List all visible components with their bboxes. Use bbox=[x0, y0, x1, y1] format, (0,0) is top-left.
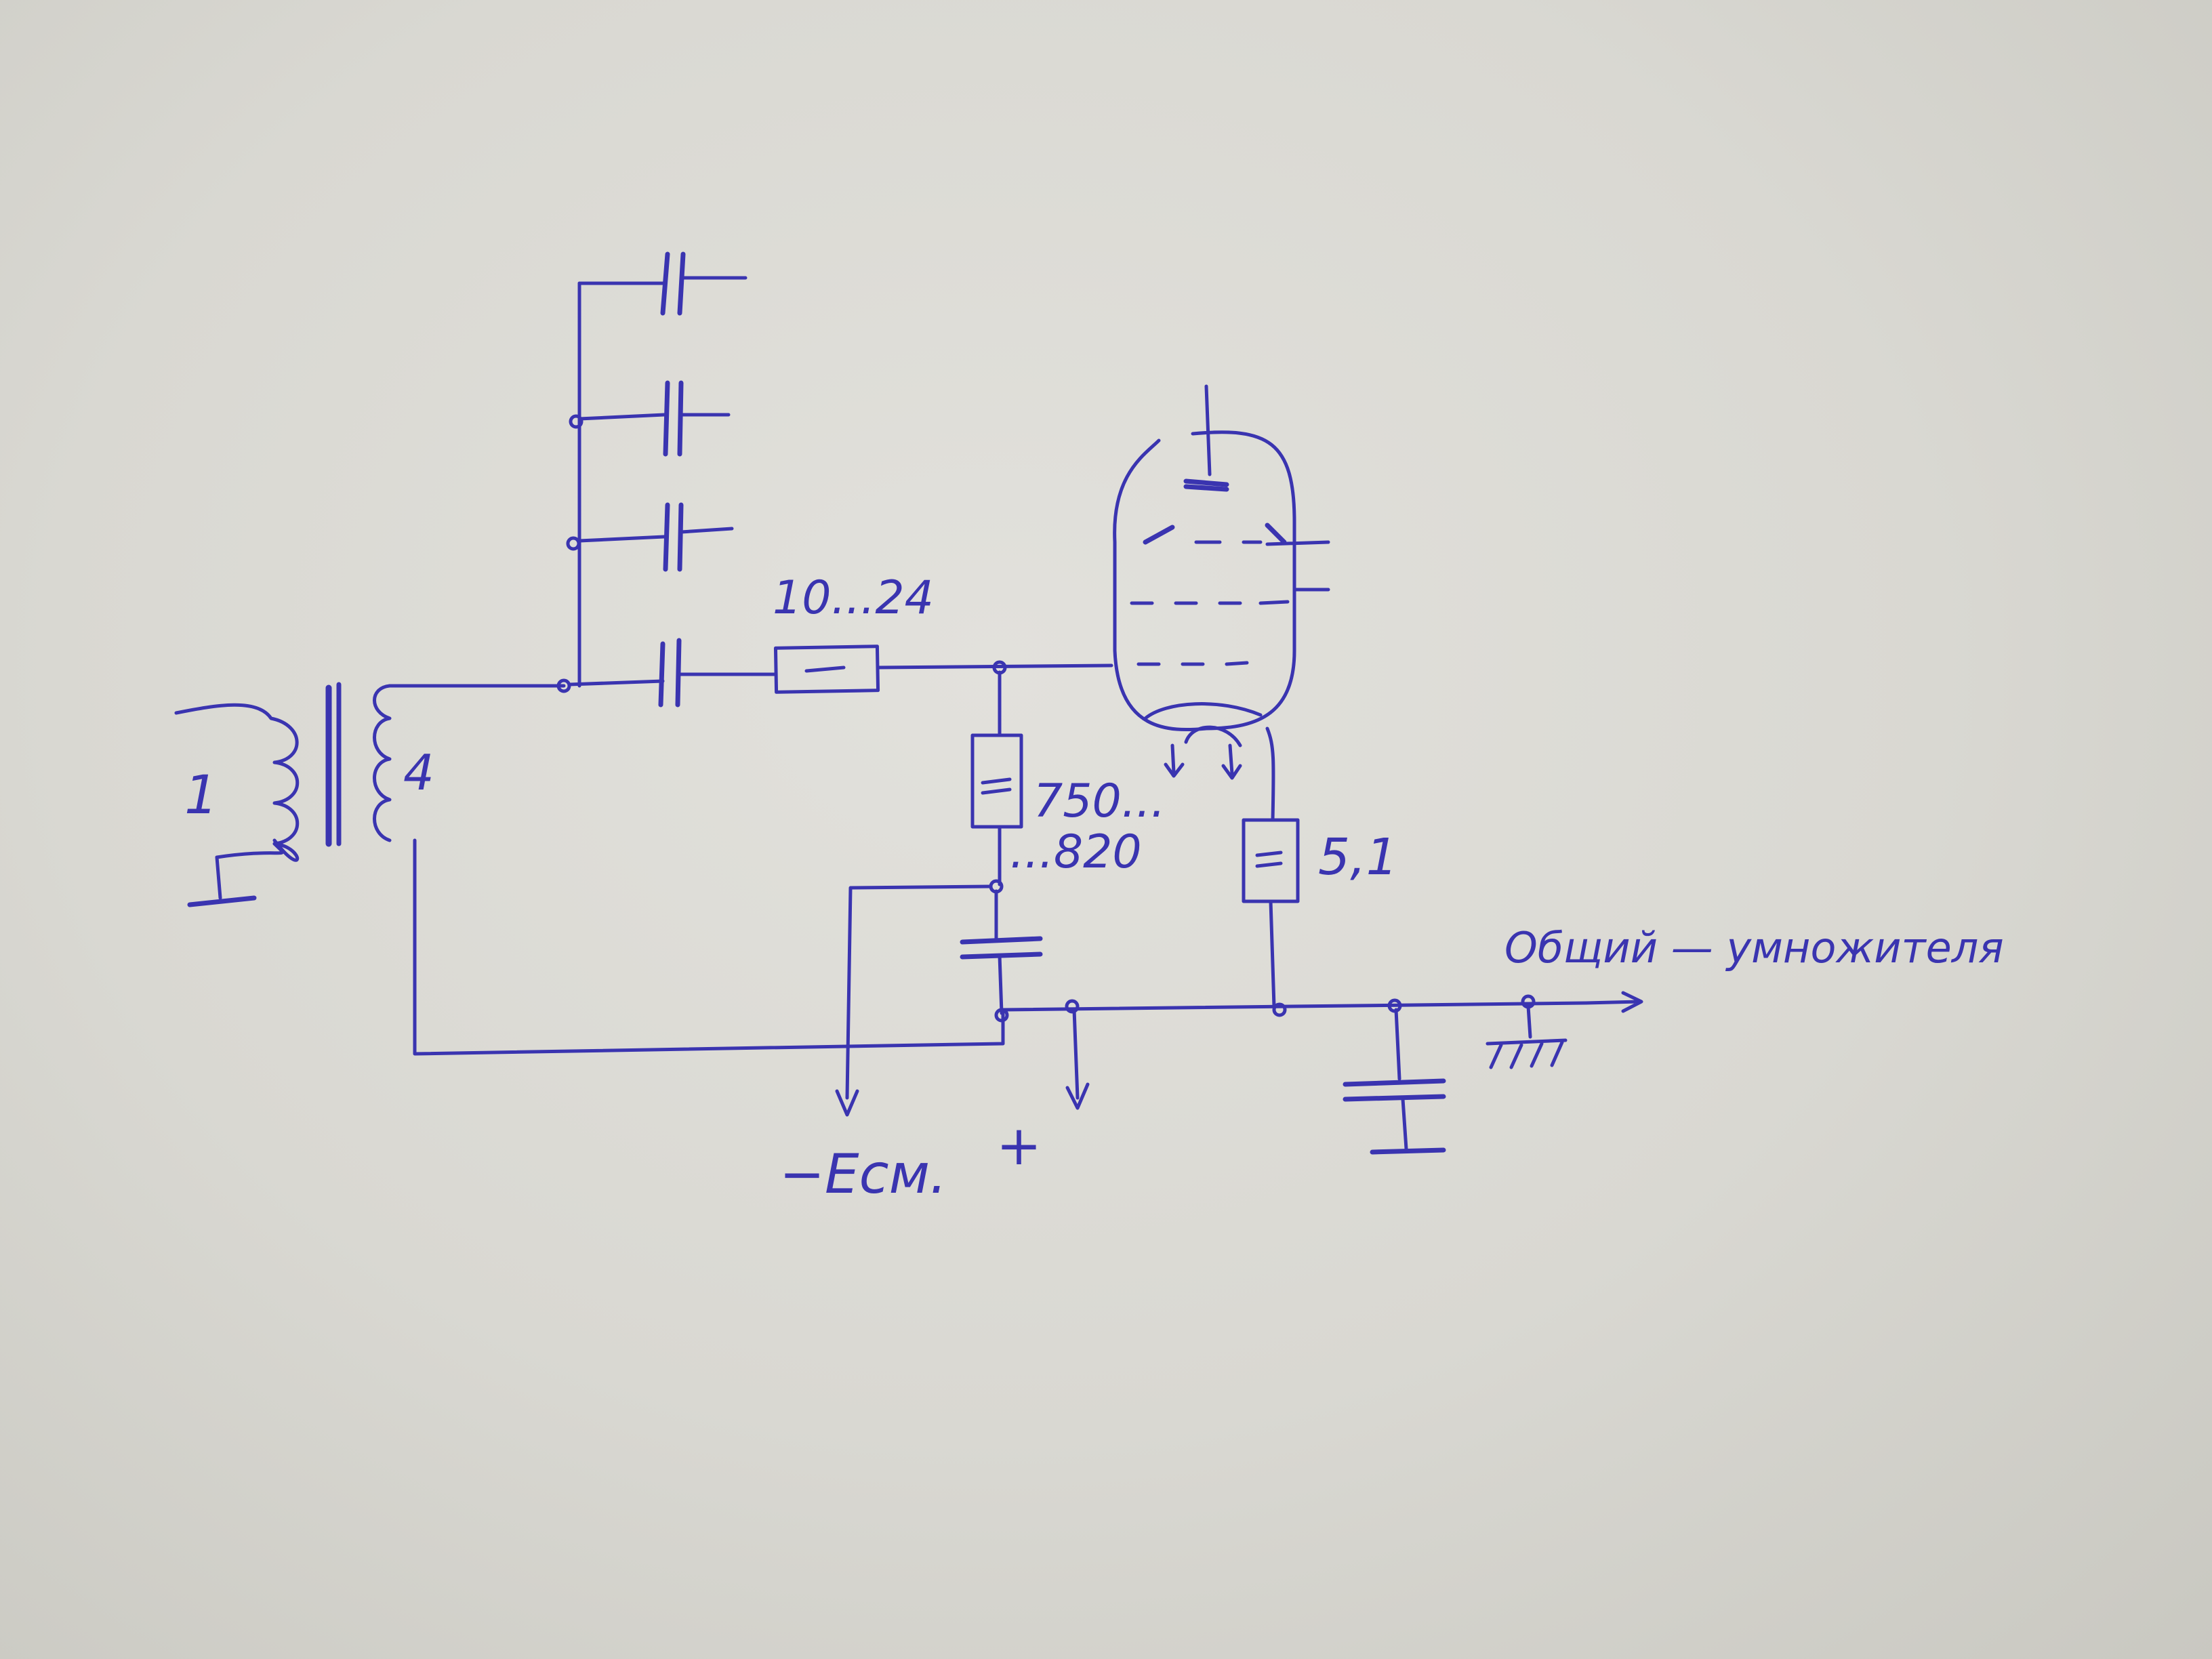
secondary-turns-label: 4 bbox=[403, 744, 434, 801]
transformer-secondary-coil bbox=[373, 684, 392, 842]
cathode-resistor-label: 5,1 bbox=[1318, 828, 1398, 886]
transformer-core bbox=[325, 682, 342, 847]
transformer-primary-coil bbox=[174, 703, 300, 907]
grid-resistor bbox=[970, 670, 1023, 886]
series-resistor-label: 10...24 bbox=[773, 571, 934, 625]
output-capacitor bbox=[1343, 1008, 1446, 1155]
chassis-ground-symbol bbox=[1486, 1004, 1568, 1069]
output-note-label: Общий — умножителя bbox=[1504, 923, 2004, 972]
cathode-resistor bbox=[1242, 818, 1300, 1008]
bias-capacitor bbox=[960, 889, 1043, 1015]
capacitor-bank bbox=[566, 251, 778, 708]
primary-turns-label: 1 bbox=[184, 765, 218, 826]
bias-plus-label: + bbox=[996, 1114, 1042, 1177]
vacuum-tube bbox=[1113, 384, 1330, 822]
grid-resistor-label-1: 750... bbox=[1033, 775, 1166, 828]
series-resistor bbox=[773, 644, 1113, 694]
grid-resistor-label-2: ...820 bbox=[1010, 825, 1142, 879]
bias-supply-label: −Eсм. bbox=[779, 1143, 947, 1206]
